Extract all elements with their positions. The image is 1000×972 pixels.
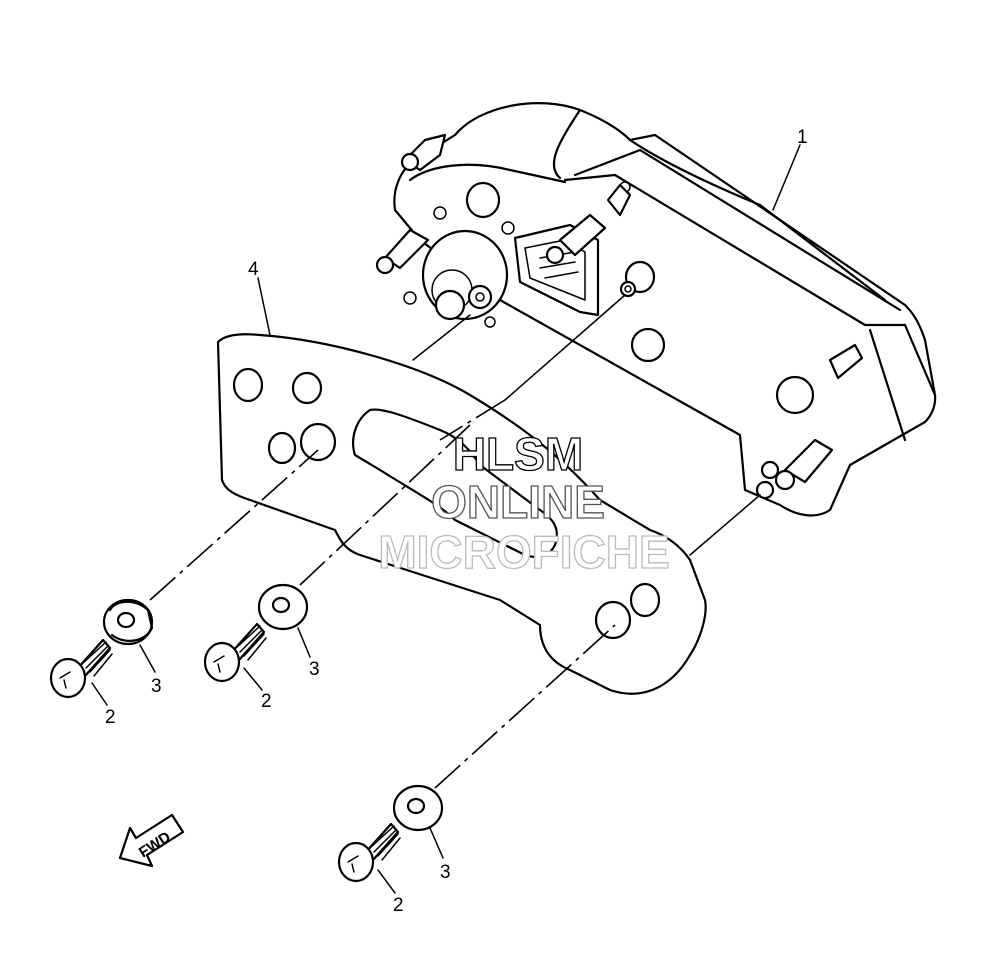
assembly-lines — [149, 294, 761, 789]
meter-assembly — [375, 102, 937, 517]
callout-1: 1 — [797, 127, 808, 148]
callout-4: 4 — [248, 259, 259, 280]
washer-b — [257, 583, 309, 631]
callout-3a: 3 — [151, 676, 162, 697]
watermark-line-1: HLSM — [453, 428, 583, 480]
callout-3c: 3 — [440, 862, 451, 883]
callout-2c: 2 — [393, 895, 404, 916]
watermark-line-2: ONLINE — [431, 476, 605, 528]
screw-b — [203, 622, 267, 683]
screw-c — [337, 822, 401, 883]
leader-lines — [91, 144, 801, 894]
watermark: HLSM ONLINE MICROFICHE — [378, 427, 671, 578]
screw-a — [49, 638, 113, 699]
callout-2b: 2 — [261, 691, 272, 712]
watermark-line-3: MICROFICHE — [378, 526, 669, 578]
bracket-plate — [216, 333, 707, 695]
callout-2a: 2 — [105, 707, 116, 728]
fwd-arrow-icon: FWD — [118, 813, 185, 868]
washer-a — [102, 598, 154, 646]
callout-3b: 3 — [309, 659, 320, 680]
washer-c — [392, 784, 444, 832]
